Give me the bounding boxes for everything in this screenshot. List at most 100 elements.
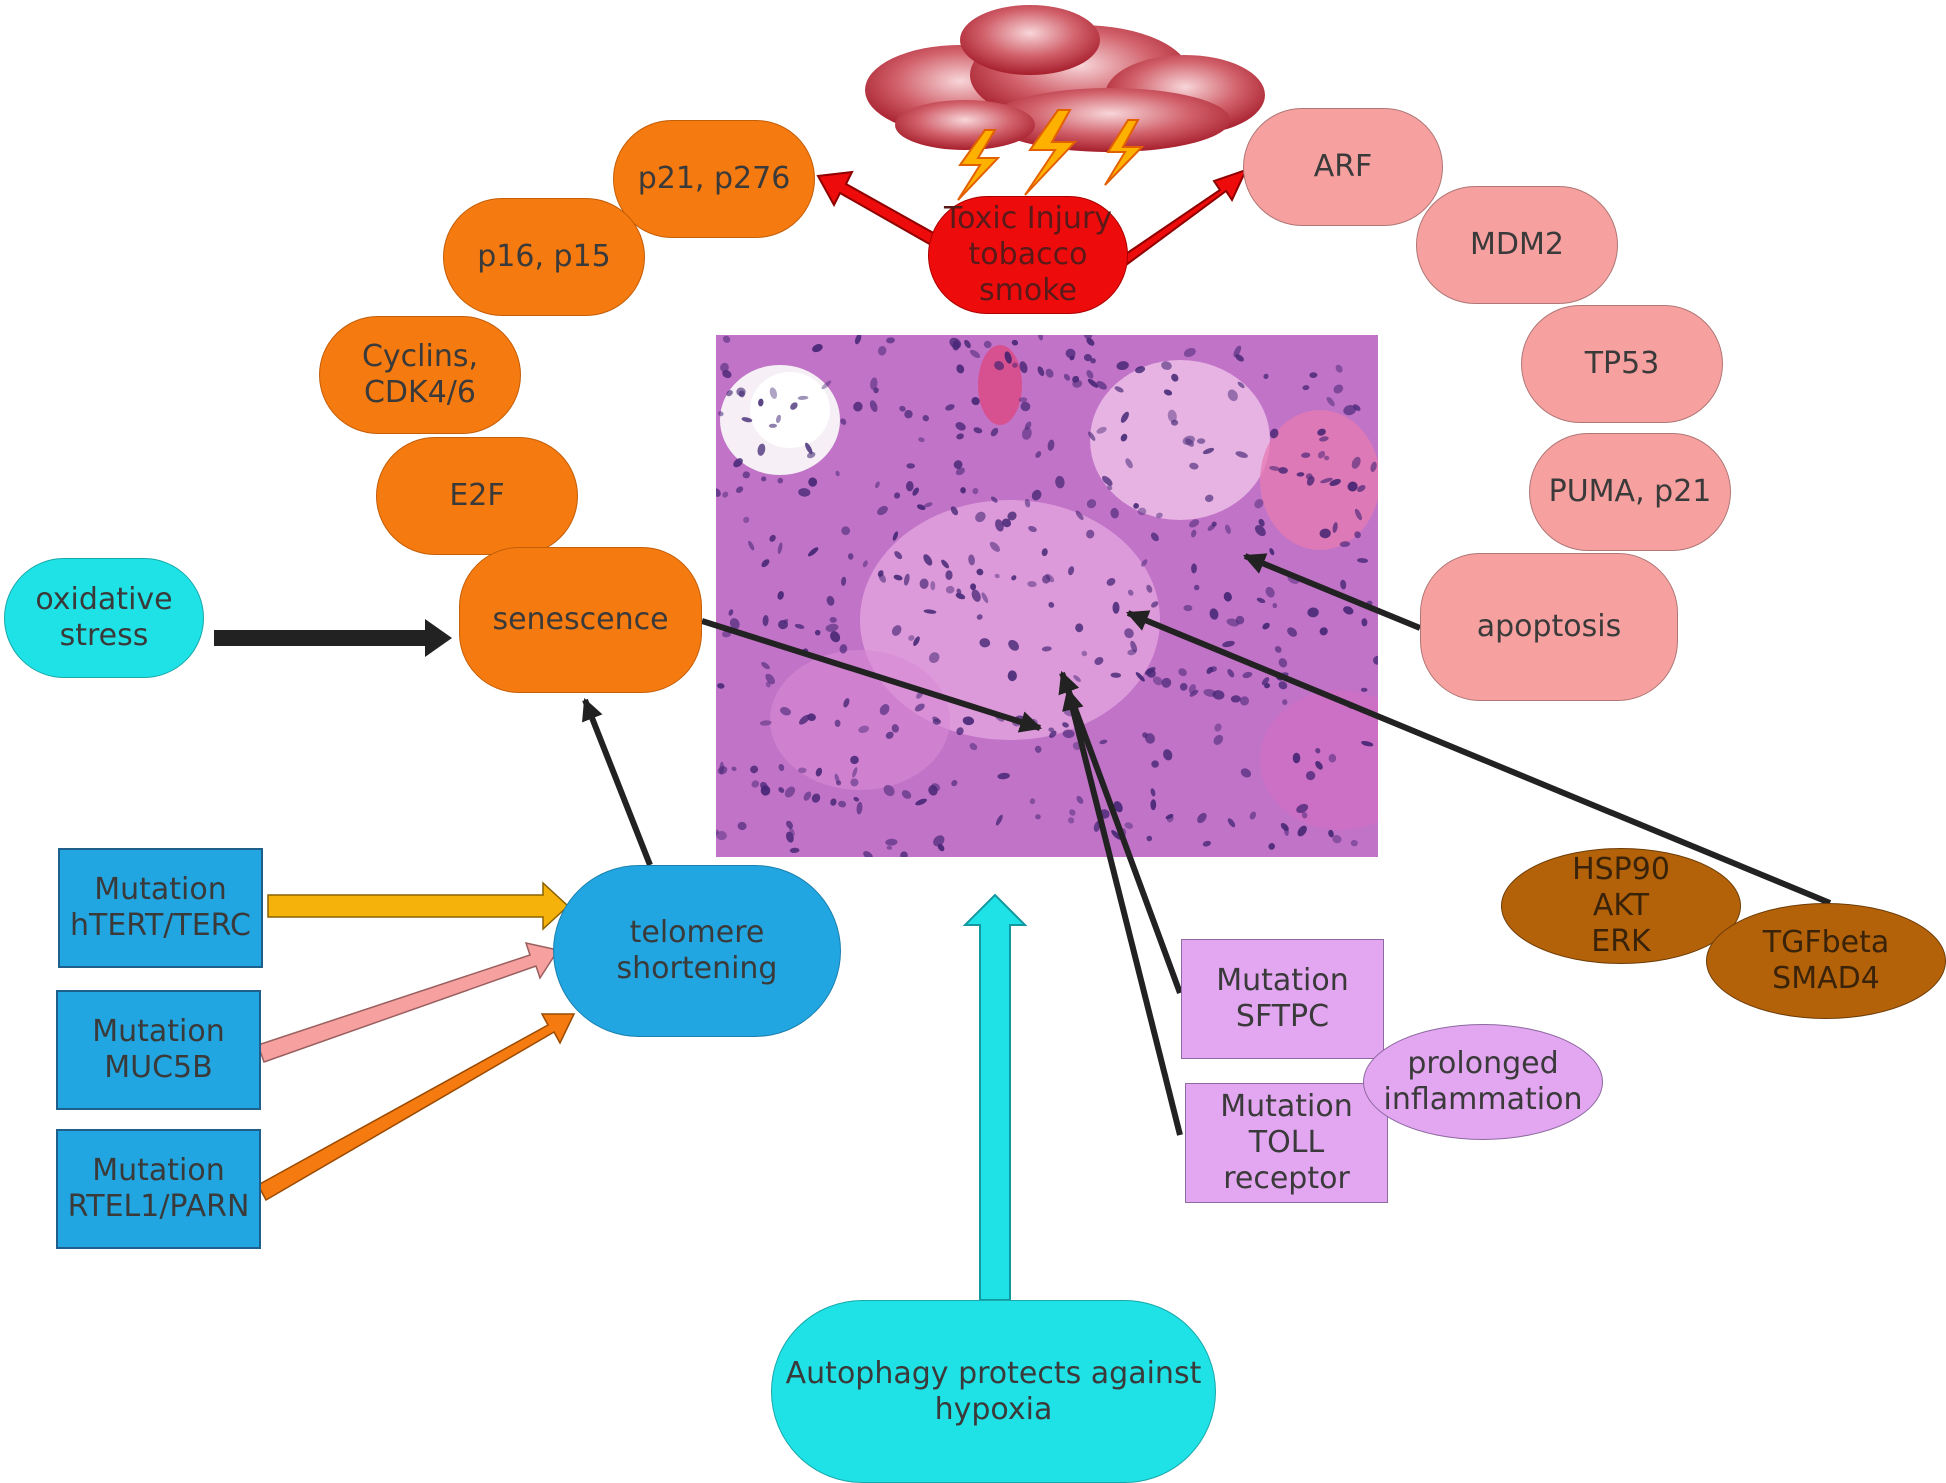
nucleus-mark: [1081, 650, 1088, 657]
nucleus-mark: [885, 838, 898, 846]
nucleus-mark: [971, 397, 980, 406]
nucleus-mark: [729, 618, 740, 630]
nucleus-mark: [814, 629, 821, 636]
node-p21-p276: p21, p276: [613, 120, 815, 238]
nucleus-mark: [1008, 639, 1019, 651]
nucleus-mark: [1087, 378, 1099, 388]
nucleus-mark: [1240, 768, 1252, 778]
nucleus-mark: [1076, 795, 1084, 804]
nucleus-mark: [1102, 475, 1113, 486]
nucleus-mark: [1075, 623, 1084, 633]
sftpc-to-tissue-arrow: [1058, 670, 1183, 995]
nucleus-mark: [1353, 404, 1361, 411]
nucleus-mark: [906, 463, 915, 469]
nucleus-mark: [1163, 749, 1173, 761]
nucleus-mark: [955, 467, 965, 476]
nucleus-mark: [1088, 431, 1096, 441]
nucleus-mark: [1269, 548, 1275, 556]
nucleus-mark: [1333, 384, 1344, 394]
nucleus-mark: [1237, 381, 1245, 389]
nucleus-mark: [1167, 409, 1177, 423]
nucleus-mark: [716, 829, 719, 835]
nucleus-mark: [1120, 433, 1128, 442]
nucleus-mark: [1068, 566, 1075, 576]
nucleus-mark: [1028, 525, 1037, 533]
nucleus-mark: [1067, 817, 1075, 824]
autophagy-arrow: [962, 893, 1028, 1301]
nucleus-mark: [1075, 510, 1084, 520]
rtel1-to-telomere-arrow: [256, 1013, 576, 1202]
nucleus-mark: [1319, 627, 1328, 636]
nucleus-mark: [1120, 411, 1129, 423]
nucleus-mark: [812, 344, 823, 353]
nucleus-mark: [762, 615, 769, 627]
nucleus-mark: [765, 673, 775, 685]
nucleus-mark: [994, 573, 1000, 579]
nucleus-mark: [1225, 524, 1231, 534]
nucleus-mark: [1227, 389, 1238, 402]
nucleus-mark: [1305, 770, 1316, 781]
nucleus-mark: [759, 720, 772, 726]
nucleus-mark: [1135, 672, 1145, 682]
nucleus-mark: [912, 487, 920, 496]
node-senescence: senescence: [459, 547, 702, 693]
nucleus-mark: [768, 423, 777, 428]
nucleus-mark: [1343, 405, 1357, 416]
nucleus-mark: [731, 766, 737, 771]
nucleus-mark: [1110, 672, 1122, 678]
nucleus-mark: [1328, 829, 1334, 838]
node-mutation-sftpc: Mutation SFTPC: [1181, 939, 1384, 1059]
nucleus-mark: [1150, 532, 1159, 542]
nucleus-mark: [737, 821, 747, 831]
nucleus-mark: [1354, 508, 1362, 521]
nucleus-mark: [1125, 458, 1133, 469]
nucleus-mark: [1152, 676, 1163, 686]
nucleus-mark: [841, 526, 851, 536]
nucleus-mark: [1110, 507, 1119, 519]
nucleus-mark: [1202, 447, 1215, 455]
nucleus-mark: [1274, 646, 1282, 653]
nucleus-mark: [919, 578, 929, 589]
nucleus-mark: [862, 560, 868, 568]
toxic-arrows: [816, 168, 1248, 267]
nucleus-mark: [994, 360, 1005, 371]
nucleus-mark: [786, 820, 793, 829]
nucleus-mark: [728, 609, 734, 616]
nucleus-mark: [1339, 541, 1351, 547]
nucleus-mark: [1111, 830, 1121, 840]
nucleus-mark: [829, 616, 837, 623]
nucleus-mark: [1151, 601, 1159, 608]
nucleus-mark: [1233, 345, 1242, 358]
nucleus-mark: [1360, 687, 1368, 692]
nucleus-mark: [1133, 503, 1139, 509]
nucleus-mark: [1262, 622, 1270, 630]
nucleus-mark: [1254, 525, 1266, 537]
nucleus-mark: [743, 516, 750, 524]
nucleus-mark: [923, 609, 937, 614]
nucleus-mark: [1161, 361, 1172, 370]
nucleus-mark: [1239, 696, 1250, 706]
nucleus-mark: [1254, 499, 1264, 509]
senescence-to-tissue-arrow: [701, 618, 1043, 733]
nucleus-mark: [930, 581, 936, 591]
nucleus-mark: [962, 716, 975, 726]
nucleus-mark: [797, 395, 809, 400]
nucleus-mark: [778, 763, 785, 772]
nucleus-mark: [805, 442, 813, 455]
nucleus-mark: [1212, 690, 1225, 700]
nucleus-mark: [853, 796, 860, 802]
nucleus-mark: [1372, 655, 1378, 665]
nucleus-mark: [1268, 843, 1275, 850]
nucleus-mark: [1335, 364, 1343, 373]
nucleus-mark: [949, 337, 962, 349]
nucleus-mark: [1086, 370, 1094, 379]
nucleus-mark: [995, 814, 1003, 826]
nucleus-mark: [1171, 419, 1179, 426]
nucleus-mark: [1027, 581, 1037, 588]
nucleus-mark: [1361, 740, 1374, 747]
nucleus-mark: [915, 798, 927, 806]
node-puma-p21: PUMA, p21: [1529, 433, 1731, 551]
nucleus-mark: [1090, 358, 1096, 364]
nucleus-mark: [720, 362, 729, 373]
nucleus-mark: [941, 559, 950, 569]
